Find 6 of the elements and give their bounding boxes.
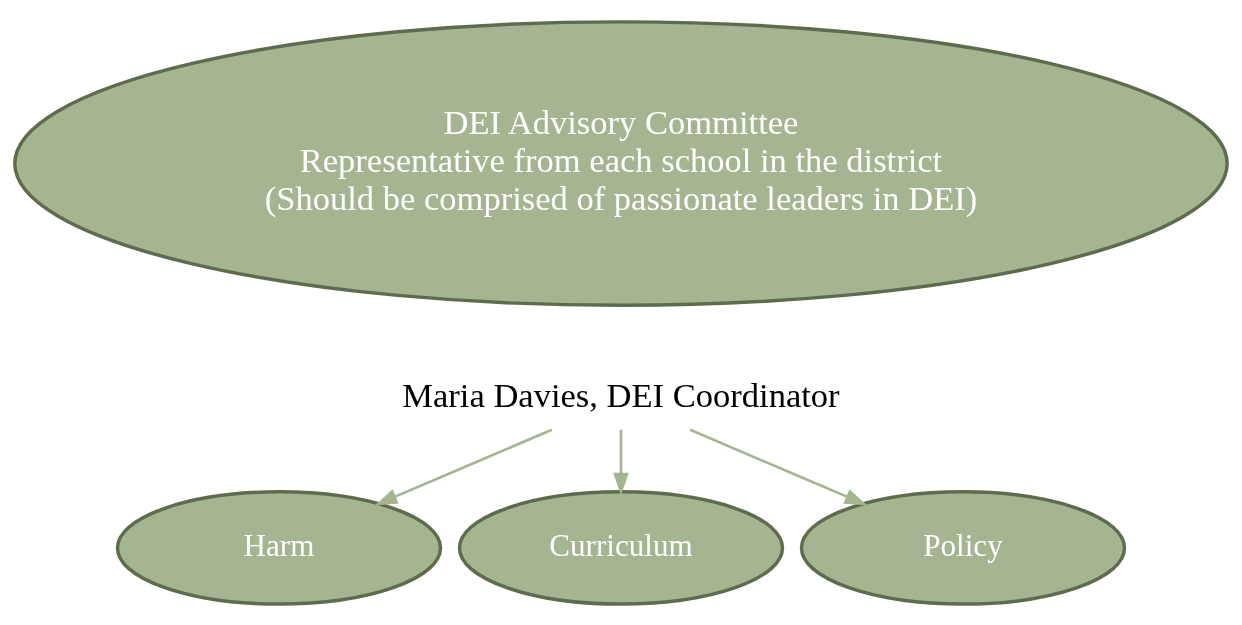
node-ellipse: DEI Advisory Committee Representative from each school in the district (Should be comprised of passionate leaders in DEI) bbox=[13, 19, 1229, 307]
node-ellipse: Curriculum bbox=[457, 489, 785, 606]
arrow bbox=[374, 428, 553, 505]
arrow bbox=[613, 429, 629, 495]
node-text: Maria Davies, DEI Coordinator bbox=[402, 375, 840, 414]
arrow bbox=[689, 428, 868, 505]
